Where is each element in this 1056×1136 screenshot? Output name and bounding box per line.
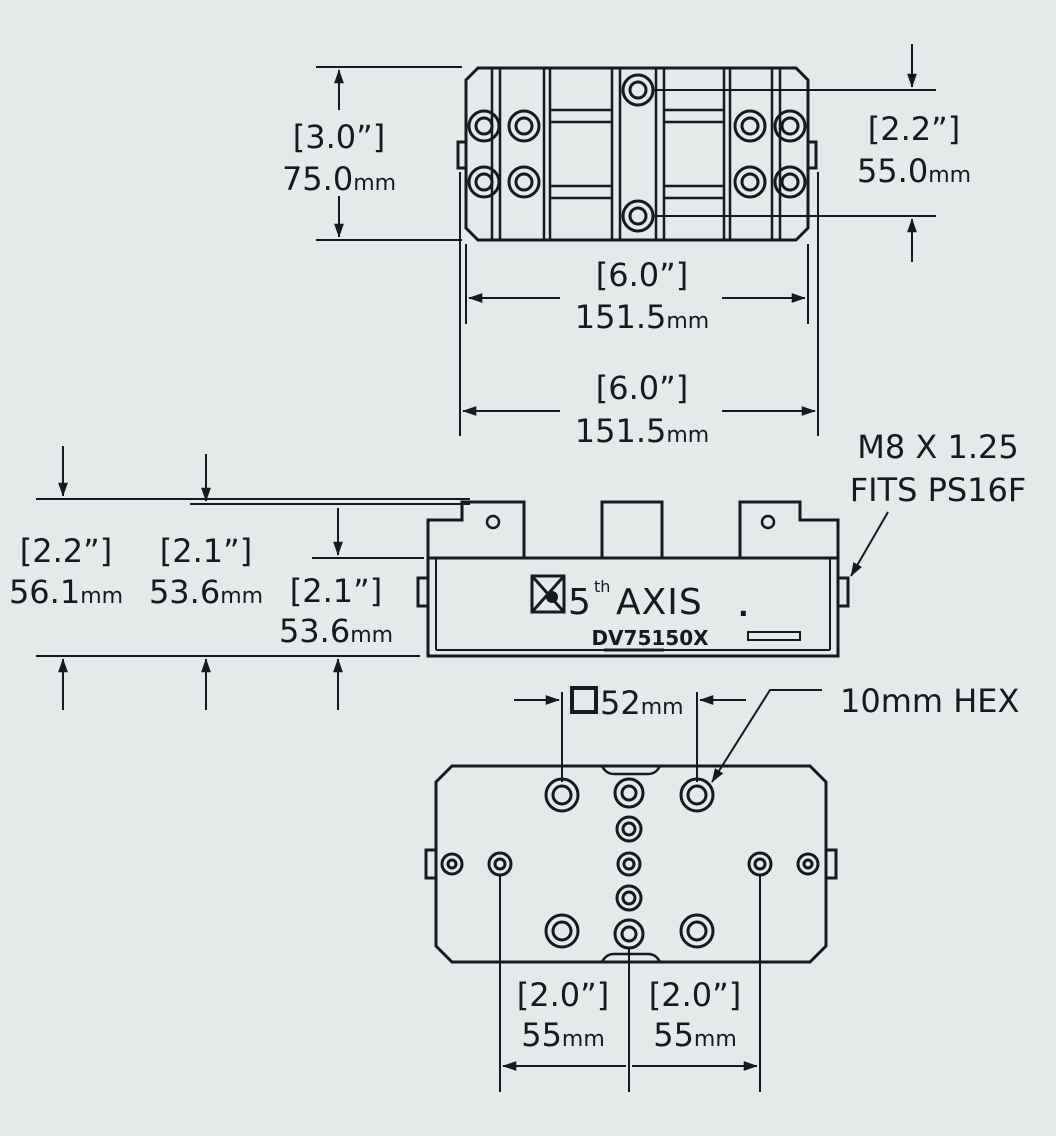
bottom-view-dimensions [499, 689, 822, 1092]
bolt [733, 109, 767, 143]
side-view-dimensions [36, 446, 889, 710]
side-view-left-stud [416, 576, 430, 608]
top-view-dimensions [316, 44, 936, 436]
hole [796, 852, 820, 876]
body-height-inch-label: [2.1”] [290, 572, 382, 610]
hole [613, 918, 645, 950]
hole [747, 851, 773, 877]
bolt [773, 165, 807, 199]
height-mm-label: 75.0mm [282, 160, 396, 198]
bolt [467, 165, 501, 199]
top-view-right-stud [806, 140, 818, 170]
inner-width-mm-label: 151.5mm [575, 298, 709, 336]
hole [544, 777, 580, 813]
model-label: DV75150X [591, 626, 709, 650]
side-view-logo: 5 th AXIS . [530, 574, 749, 623]
bolt [773, 109, 807, 143]
side-view-center-block [600, 500, 664, 558]
logo-registered: . [738, 590, 749, 623]
hole-spacing-inch-label: [2.2”] [868, 110, 960, 148]
hole [440, 852, 464, 876]
square-spacing-label: 52mm [600, 684, 684, 722]
left-spacing-inch-label: [2.0”] [517, 976, 609, 1014]
bolt [621, 199, 655, 233]
right-spacing-inch-label: [2.0”] [649, 976, 741, 1014]
hole [615, 884, 643, 912]
overall-height-mm-label: 56.1mm [9, 573, 123, 611]
top-view-left-stud [456, 140, 468, 170]
hole [613, 777, 645, 809]
thread-note-line2: FITS PS16F [850, 471, 1027, 509]
bottom-view [424, 764, 838, 964]
hole-spacing-mm-label: 55.0mm [857, 152, 971, 190]
top-view-outline [464, 66, 810, 242]
inner-width-inch-label: [6.0”] [596, 256, 688, 294]
side-view-right-stud [836, 576, 850, 608]
top-view [456, 66, 818, 242]
left-spacing-mm-label: 55mm [521, 1016, 605, 1054]
bottom-view-holes [440, 777, 820, 950]
top-view-bolts [467, 73, 807, 233]
bolt [467, 109, 501, 143]
jaw-height-mm-label: 53.6mm [149, 573, 263, 611]
bottom-view-right-stud [824, 848, 838, 880]
hole [487, 851, 513, 877]
body-height-mm-label: 53.6mm [279, 612, 393, 650]
top-view-rails [490, 68, 782, 240]
jaw-height-inch-label: [2.1”] [160, 532, 252, 570]
bolt [733, 165, 767, 199]
overall-height-inch-label: [2.2”] [20, 532, 112, 570]
side-view-left-jaw [426, 500, 526, 558]
bolt [507, 109, 541, 143]
hole [544, 913, 580, 949]
hex-note: 10mm HEX [840, 682, 1019, 720]
thread-note-line1: M8 X 1.25 [857, 428, 1018, 466]
bottom-view-outline [434, 764, 828, 964]
outer-width-inch-label: [6.0”] [596, 369, 688, 407]
side-view [416, 500, 850, 658]
logo-superscript: th [594, 577, 610, 596]
bottom-view-left-stud [424, 848, 438, 880]
hole [615, 815, 643, 843]
square-symbol [570, 686, 598, 714]
logo-mark-box [530, 574, 566, 614]
hole [616, 851, 642, 877]
hole [679, 777, 715, 813]
outer-width-mm-label: 151.5mm [575, 412, 709, 450]
bolt [621, 73, 655, 107]
logo-word: AXIS [616, 582, 703, 623]
logo-mark: 5 [568, 582, 592, 623]
side-view-right-jaw [738, 500, 840, 558]
hole [679, 913, 715, 949]
right-spacing-mm-label: 55mm [653, 1016, 737, 1054]
height-inch-label: [3.0”] [293, 118, 385, 156]
bolt [507, 165, 541, 199]
